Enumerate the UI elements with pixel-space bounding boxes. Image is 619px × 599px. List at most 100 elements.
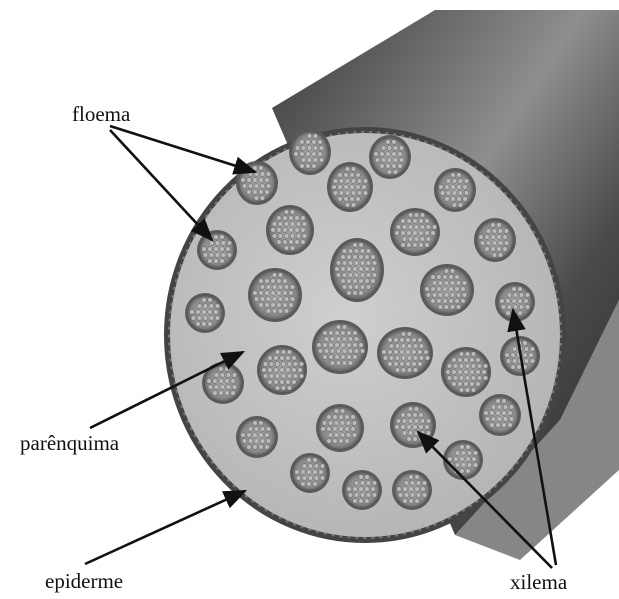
bundle-cell <box>275 386 280 391</box>
bundle-cell <box>354 285 359 290</box>
bundle-cell <box>274 368 279 373</box>
bundle-cell <box>314 476 319 481</box>
bundle-cell <box>260 184 265 189</box>
bundle-cell <box>283 228 288 233</box>
bundle-cell <box>461 299 466 304</box>
bundle-cell <box>348 337 353 342</box>
bundle-cell <box>260 427 265 432</box>
bundle-cell <box>342 325 347 330</box>
bundle-cell <box>375 158 380 163</box>
bundle-cell <box>419 356 424 361</box>
bundle-cell <box>459 376 464 381</box>
bundle-cell <box>365 475 370 480</box>
bundle-cell <box>400 338 405 343</box>
bundle-cell <box>480 241 485 246</box>
bundle-cell <box>503 235 508 240</box>
bundle-cell <box>371 279 376 284</box>
bundle-cell <box>275 350 280 355</box>
bundle-cell <box>339 439 344 444</box>
bundle-cell <box>422 493 427 498</box>
bundle-cell <box>278 234 283 239</box>
bundle-cell <box>320 464 325 469</box>
bundle-cell <box>209 253 214 258</box>
bundle-cell <box>302 476 307 481</box>
bundle-cell <box>330 349 335 354</box>
bundle-cell <box>307 470 312 475</box>
bundle-cell <box>431 299 436 304</box>
bundle-cell <box>242 439 247 444</box>
bundle-cell <box>272 285 277 290</box>
bundle-cell <box>366 285 371 290</box>
bundle-cell <box>399 146 404 151</box>
bundle-cell <box>451 197 456 202</box>
bundle-cell <box>312 164 317 169</box>
bundle-cell <box>524 347 529 352</box>
bundle-cell <box>455 275 460 280</box>
bundle-cell <box>277 303 282 308</box>
floema-arrow-2 <box>110 130 212 240</box>
bundle-cell <box>253 166 258 171</box>
bundle-cell <box>277 291 282 296</box>
bundle-cell <box>395 231 400 236</box>
bundle-cell <box>319 470 324 475</box>
bundle-cell <box>456 293 461 298</box>
bundle-cell <box>359 267 364 272</box>
bundle-cell <box>286 380 291 385</box>
bundle-cell <box>214 247 219 252</box>
bundle-cell <box>386 140 391 145</box>
bundle-cell <box>219 391 224 396</box>
bundle-cell <box>450 293 455 298</box>
bundle-cell <box>401 413 406 418</box>
bundle-cell <box>329 355 334 360</box>
bundle-cell <box>284 285 289 290</box>
bundle-cell <box>449 299 454 304</box>
bundle-cell <box>274 380 279 385</box>
bundle-cell <box>491 235 496 240</box>
bundle-cell <box>419 219 424 224</box>
bundle-cell <box>419 425 424 430</box>
bundle-cell <box>259 291 264 296</box>
bundle-cell <box>348 261 353 266</box>
bundle-cell <box>203 316 208 321</box>
bundle-cell <box>295 240 300 245</box>
bundle-cell <box>248 184 253 189</box>
bundle-cell <box>221 241 226 246</box>
bundle-cell <box>438 293 443 298</box>
bundle-cell <box>295 228 300 233</box>
bundle-cell <box>302 464 307 469</box>
bundle-cell <box>275 374 280 379</box>
bundle-cell <box>208 385 213 390</box>
bundle-cell <box>437 299 442 304</box>
bundle-cell <box>306 140 311 145</box>
bundle-cell <box>281 374 286 379</box>
bundle-cell <box>470 370 475 375</box>
vascular-bundle <box>474 218 516 262</box>
vascular-bundle <box>312 320 368 374</box>
bundle-cell <box>426 293 431 298</box>
vascular-bundle <box>327 162 373 212</box>
bundle-cell <box>353 279 358 284</box>
bundle-cell <box>465 352 470 357</box>
bundle-cell <box>323 343 328 348</box>
bundle-cell <box>413 243 418 248</box>
bundle-cell <box>289 228 294 233</box>
bundle-cell <box>268 380 273 385</box>
bundle-cell <box>295 216 300 221</box>
bundle-cell <box>463 197 468 202</box>
bundle-cell <box>323 331 328 336</box>
bundle-cell <box>265 279 270 284</box>
bundle-cell <box>502 399 507 404</box>
bundle-cell <box>191 316 196 321</box>
bundle-cell <box>292 368 297 373</box>
bundle-cell <box>259 303 264 308</box>
bundle-cell <box>220 259 225 264</box>
bundle-cell <box>426 431 431 436</box>
bundle-cell <box>313 146 318 151</box>
bundle-cell <box>477 364 482 369</box>
vascular-bundle <box>369 135 411 179</box>
bundle-cell <box>345 167 350 172</box>
bundle-cell <box>284 222 289 227</box>
bundle-cell <box>253 445 258 450</box>
bundle-cell <box>498 229 503 234</box>
bundle-cell <box>471 388 476 393</box>
